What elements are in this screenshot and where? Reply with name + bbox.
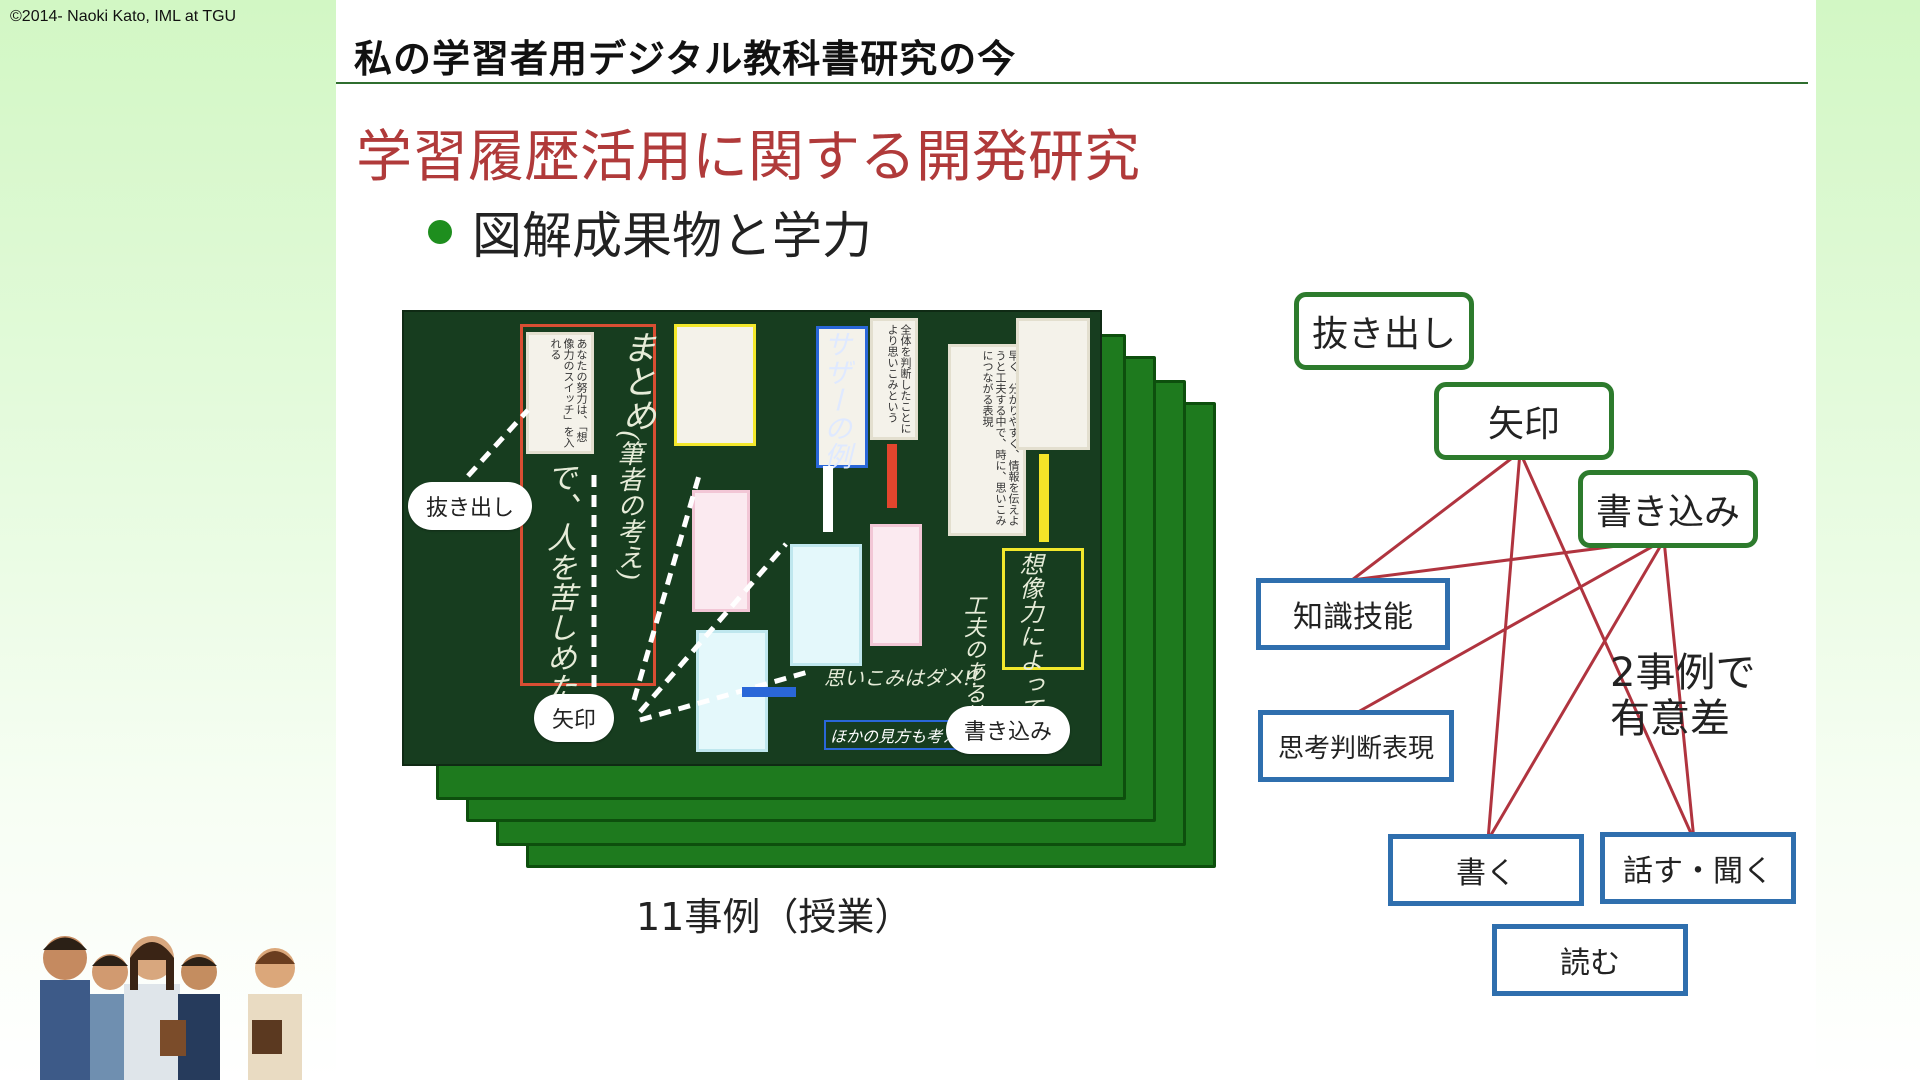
board-arrows: [466, 408, 1049, 723]
note-card-yellow: [674, 324, 756, 446]
students-illustration: [40, 936, 302, 1080]
note-card-top-right: [1016, 318, 1090, 450]
node-extract: 抜き出し: [1294, 292, 1474, 370]
note-card-example: [816, 326, 868, 468]
header-title: 私の学習者用デジタル教科書研究の今: [354, 37, 1017, 81]
note-card-cyan-1: [790, 544, 862, 666]
right-gradient-panel: [1816, 0, 1920, 1080]
bullet-text: 図解成果物と学力: [472, 207, 872, 265]
note-card-pink: [692, 490, 750, 612]
node-reading: 読む: [1492, 924, 1688, 996]
handwriting-effect: で、人を苦しめたり: [541, 462, 576, 732]
callout-extract: 抜き出し: [408, 482, 533, 530]
copyright-text: ©2014- Naoki Kato, IML at TGU: [10, 8, 237, 25]
handwriting-relation: 想像力によって: [1015, 552, 1043, 720]
left-gradient-panel: [0, 0, 336, 1080]
handwriting-author: (筆者の考え): [613, 430, 643, 581]
node-writing: 書く: [1388, 834, 1584, 906]
section-title: 学習履歴活用に関する開発研究: [356, 125, 1140, 190]
significance-line-1: 2事例で: [1610, 650, 1756, 696]
note-card-relation: [1002, 548, 1084, 670]
node-knowledge-skills: 知識技能: [1256, 578, 1450, 650]
node-write: 書き込み: [1578, 470, 1758, 548]
handwriting-example: サザーの例: [820, 330, 853, 470]
significance-line-2: 有意差: [1610, 696, 1730, 742]
handwriting-summary: まとめ: [616, 330, 656, 432]
bullet-dot-icon: [428, 220, 452, 244]
node-speaking-listening: 話す・聞く: [1600, 832, 1796, 904]
header-divider: [336, 82, 1808, 84]
note-card-1: 全体を判断したことにより思いこみという: [870, 318, 918, 440]
node-thinking-judgment: 思考判断表現: [1258, 710, 1454, 782]
callout-write: 書き込み: [946, 706, 1071, 754]
bullet-item: 図解成果物と学力: [428, 196, 872, 268]
whiteboard-screenshot: あなたの努力は、「想像力のスイッチ」を入れる まとめ (筆者の考え) で、人を苦…: [402, 310, 1102, 766]
callout-arrow: 矢印: [534, 694, 615, 742]
note-card-16: あなたの努力は、「想像力のスイッチ」を入れる: [526, 332, 594, 454]
significance-note: 2事例で 有意差: [1610, 650, 1755, 742]
cases-caption: 11事例（授業）: [636, 895, 913, 939]
handwriting-bottom-1: 思いこみはダメ!!: [824, 666, 980, 690]
node-arrow: 矢印: [1434, 382, 1614, 460]
note-card-pink-2: [870, 524, 922, 646]
